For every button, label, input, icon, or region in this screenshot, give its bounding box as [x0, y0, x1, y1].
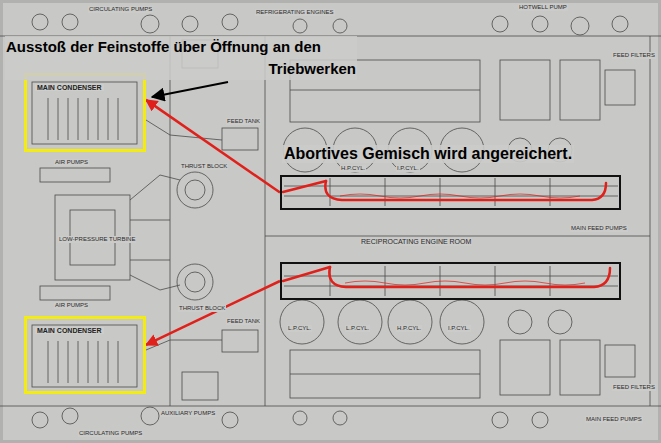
- annotation-text: Ausstoß der Feinstoffe über Öffnung an d…: [5, 36, 357, 80]
- flow-arrow: [146, 281, 280, 345]
- flow-arrow: [146, 100, 280, 193]
- shaft-box: [280, 262, 621, 300]
- part-name: LOW-PRESSURE TURBINE: [58, 236, 136, 243]
- callout-cylinder: L.P.CYL.: [287, 325, 312, 332]
- part-name: CIRCULATING PUMPS: [88, 6, 153, 13]
- part-name: FEED TANK: [226, 118, 261, 125]
- box-heading: Abortives Gemisch wird angereichert.: [282, 145, 574, 163]
- part-name: REFRIGERATING ENGINES: [255, 9, 335, 16]
- shaft-box: Abortives Gemisch wird angereichert.: [280, 175, 621, 210]
- part-name: HOTWELL PUMP: [518, 4, 568, 11]
- part-name: AUXILIARY PUMPS: [160, 410, 216, 417]
- callout-cylinder: L.P.CYL.: [345, 325, 370, 332]
- room-name: RECIPROCATING ENGINE ROOM: [360, 238, 472, 246]
- part-name: FEED TANK: [226, 318, 261, 325]
- box-label: MAIN CONDENSER: [35, 327, 104, 334]
- callout-cylinder: I.P.CYL.: [447, 325, 471, 332]
- highlight-box: MAIN CONDENSER: [24, 316, 146, 394]
- part-name: THRUST BLOCK: [178, 305, 226, 312]
- part-name: MAIN FEED PUMPS: [570, 225, 628, 232]
- part-name: THRUST BLOCK: [180, 163, 228, 170]
- highlight-box: MAIN CONDENSER: [24, 73, 146, 152]
- callout-cylinder: H.P.CYL.: [340, 165, 366, 172]
- callout-cylinder: I.P.CYL.: [396, 165, 420, 172]
- part-name: MAIN FEED PUMPS: [585, 416, 643, 423]
- callout-cylinder: H.P.CYL.: [396, 325, 422, 332]
- part-name: FEED FILTERS: [612, 384, 656, 391]
- part-name: AIR PUMPS: [54, 302, 89, 309]
- box-label: MAIN CONDENSER: [35, 84, 104, 91]
- part-name: AIR PUMPS: [54, 159, 89, 166]
- part-name: FEED FILTERS: [612, 52, 656, 59]
- part-name: CIRCULATING PUMPS: [78, 430, 143, 437]
